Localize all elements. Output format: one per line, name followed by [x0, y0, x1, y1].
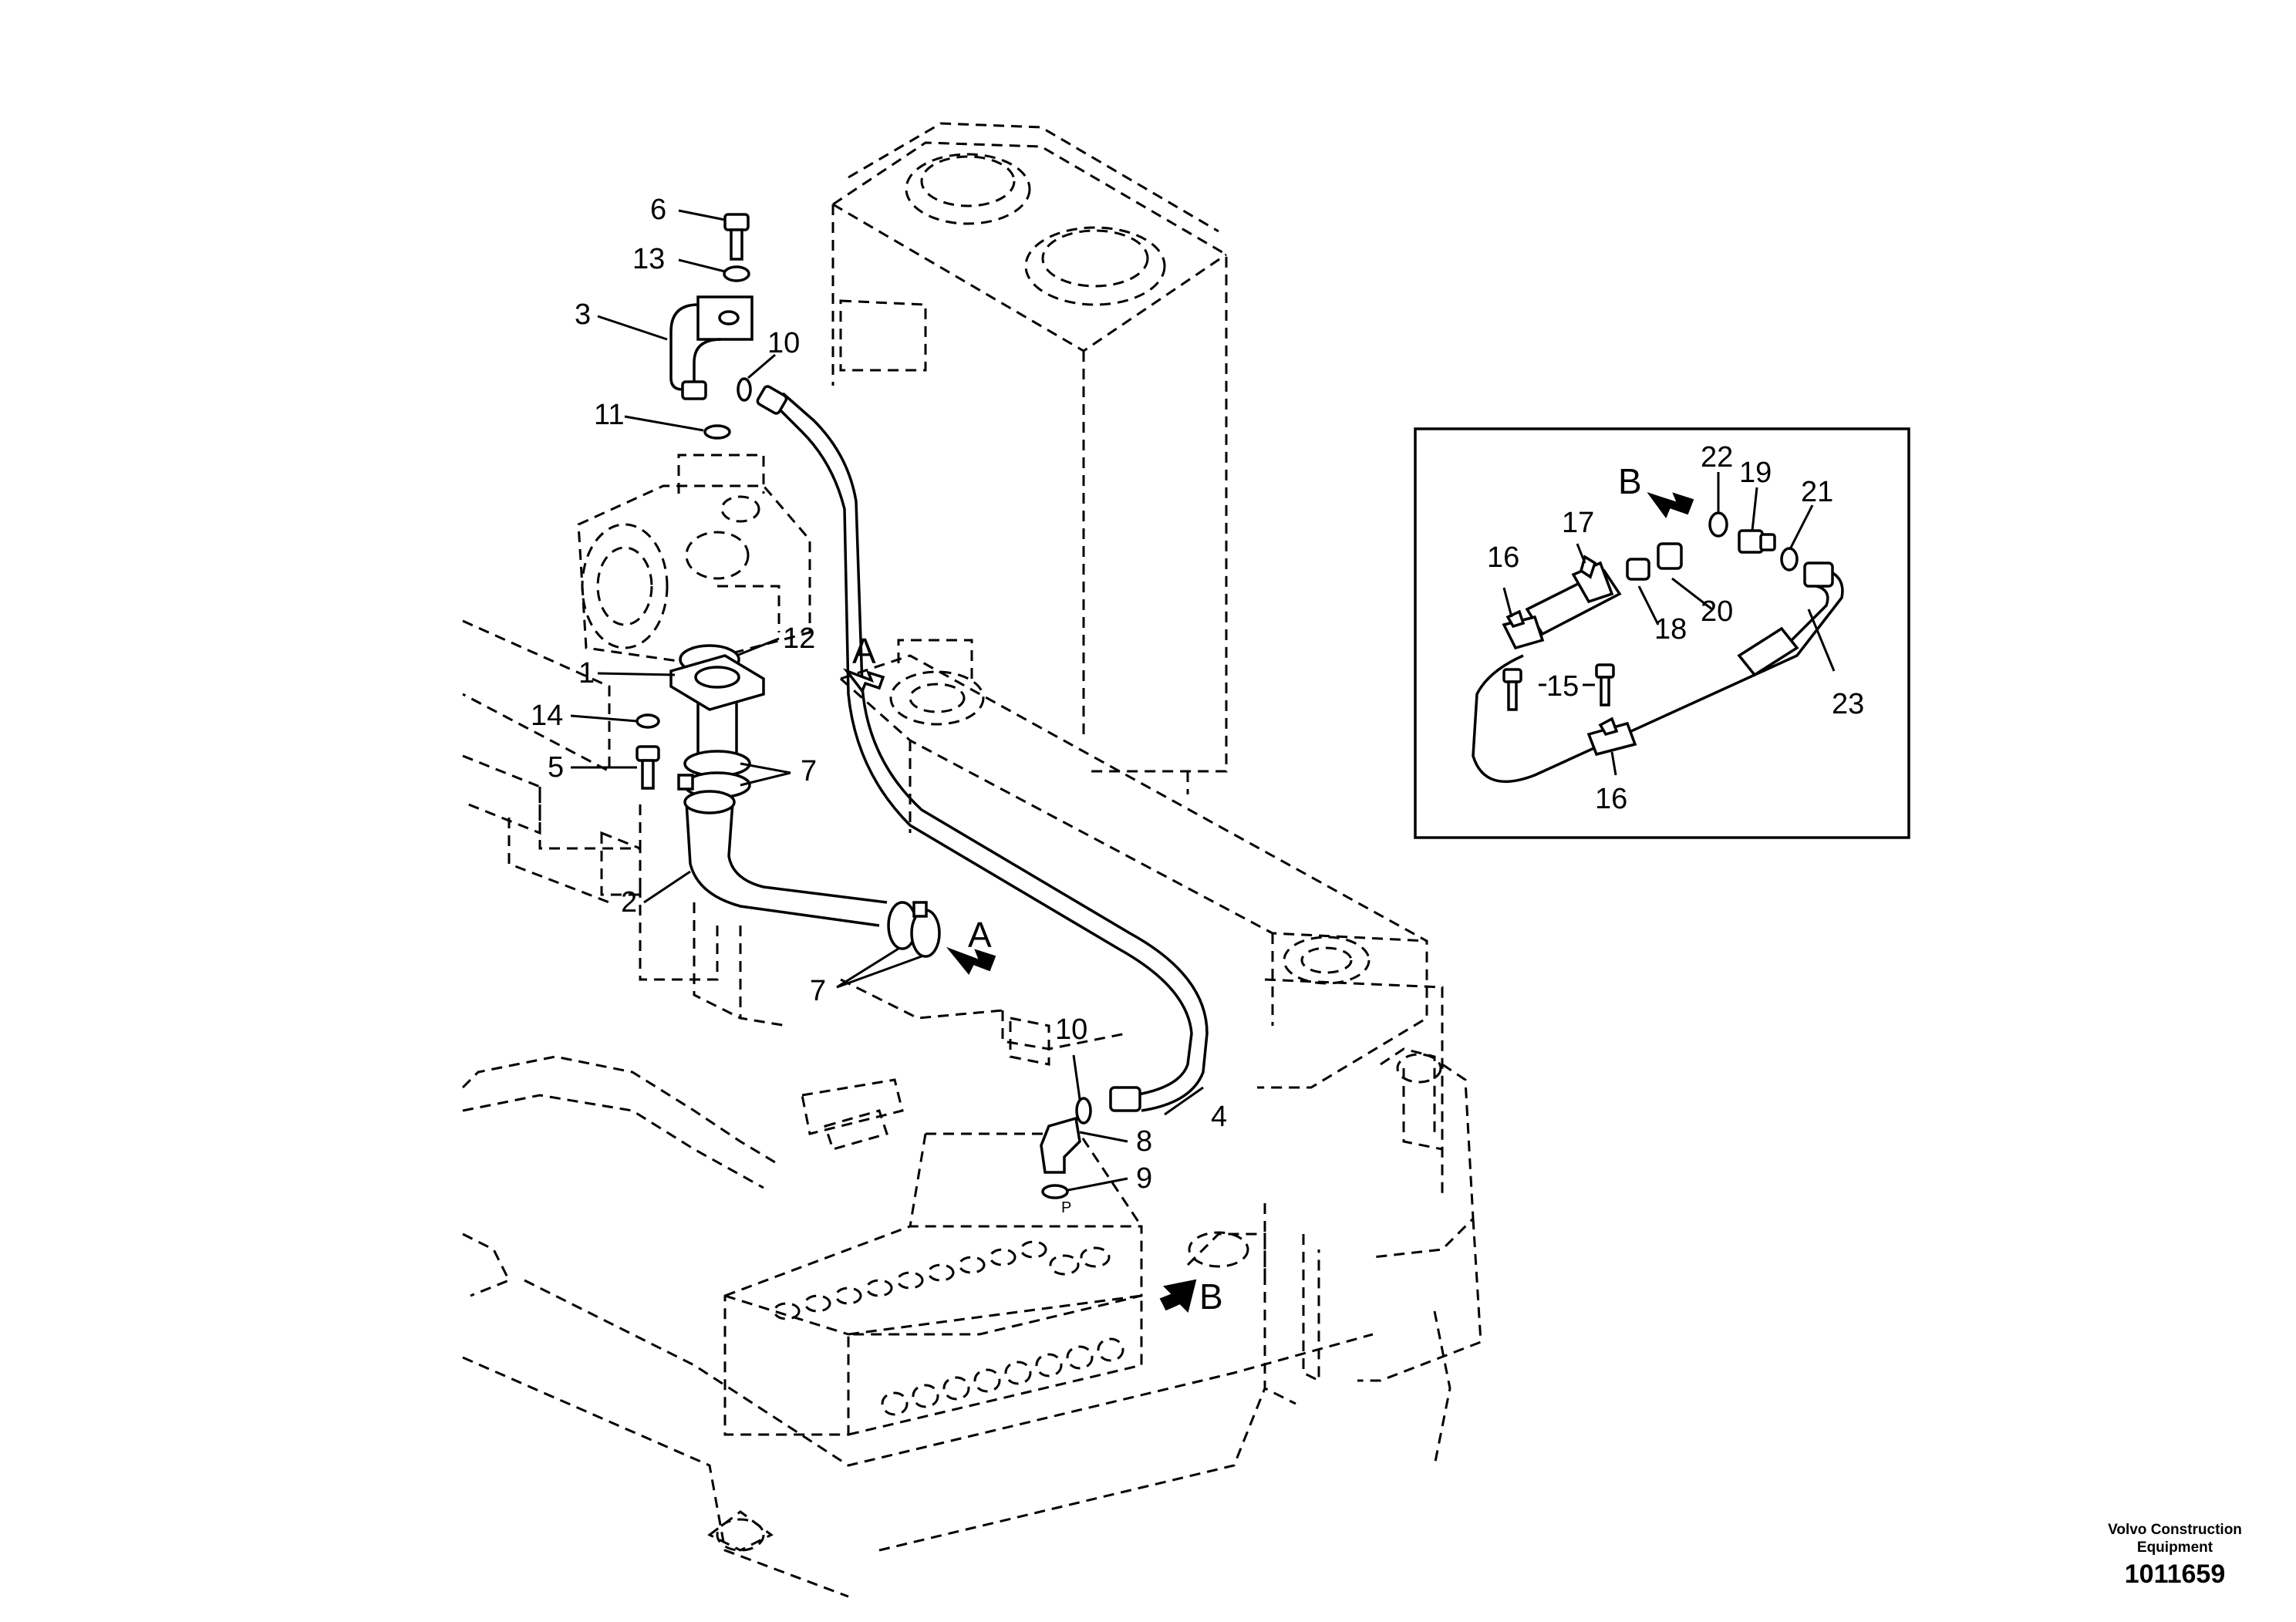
callout-5: 5 — [548, 751, 564, 784]
callout-15: 15 — [1546, 670, 1579, 703]
callout-16-lower: 16 — [1595, 783, 1627, 815]
callout-2: 2 — [621, 886, 637, 919]
callout-7-lower: 7 — [810, 975, 826, 1007]
clamp-part-7-lower — [887, 901, 941, 958]
callout-4: 4 — [1211, 1101, 1227, 1133]
view-b-arrow-main — [1159, 1279, 1197, 1313]
callout-14: 14 — [531, 700, 563, 732]
callout-22: 22 — [1701, 441, 1733, 474]
callout-8: 8 — [1136, 1125, 1152, 1158]
view-b-label-main: B — [1199, 1276, 1223, 1317]
callout-19: 19 — [1739, 457, 1772, 489]
flange-part-1 — [669, 654, 765, 760]
callout-3: 3 — [575, 298, 591, 331]
oring-part-10-lower — [1075, 1097, 1092, 1125]
callout-16-upper: 16 — [1487, 541, 1519, 574]
callout-21: 21 — [1801, 476, 1833, 508]
manufacturer-line-1: Volvo Construction — [2108, 1522, 2242, 1538]
parts-main-view — [636, 213, 1209, 1313]
view-b-label-inset: B — [1618, 461, 1642, 501]
callout-7-upper: 7 — [801, 755, 817, 787]
view-a-arrow-lower — [946, 946, 996, 975]
port-mark-p: P — [1061, 1199, 1071, 1216]
elbow-fitting-part-8 — [1040, 1116, 1081, 1174]
hose-part-2 — [683, 790, 888, 927]
document-number: 1011659 — [2124, 1560, 2226, 1589]
callout-12: 12 — [783, 622, 815, 655]
elbow-pipe-part-3 — [669, 295, 754, 400]
inset-detail-b — [1414, 427, 1910, 839]
callout-10-upper: 10 — [767, 327, 800, 359]
valve-spool-ports — [773, 1240, 1124, 1416]
callout-13: 13 — [632, 243, 665, 275]
oring-part-9 — [1041, 1184, 1069, 1199]
hose-part-4 — [756, 385, 1209, 1112]
view-a-label-lower: A — [968, 915, 992, 955]
callout-labels: 6 13 3 10 11 12 1 14 5 7 2 7 10 4 8 9 P … — [531, 194, 1864, 1317]
callout-18: 18 — [1654, 613, 1687, 646]
callout-10-lower: 10 — [1055, 1013, 1087, 1046]
callout-9: 9 — [1136, 1162, 1152, 1195]
machine-structure-outline — [461, 122, 1482, 1598]
view-a-label-upper: A — [852, 631, 876, 671]
bolt-part-5 — [636, 745, 660, 790]
view-a-arrow-upper — [842, 668, 885, 694]
manufacturer-line-2: Equipment — [2136, 1539, 2213, 1556]
washer-part-14 — [636, 713, 660, 729]
leader-lines — [570, 209, 1204, 1192]
callout-6: 6 — [650, 194, 666, 226]
callout-11: 11 — [594, 399, 624, 431]
bolt-part-6 — [723, 213, 750, 261]
manufacturer-credit: Volvo Construction Equipment — [2075, 1521, 2275, 1556]
callout-1: 1 — [578, 657, 595, 690]
oring-part-10-upper — [737, 377, 752, 402]
callout-20: 20 — [1701, 595, 1733, 628]
callout-23: 23 — [1832, 688, 1864, 720]
oring-part-11 — [703, 424, 731, 440]
washer-part-13 — [723, 265, 750, 282]
hydraulic-pump-outline — [577, 454, 811, 665]
callout-17: 17 — [1562, 507, 1594, 539]
